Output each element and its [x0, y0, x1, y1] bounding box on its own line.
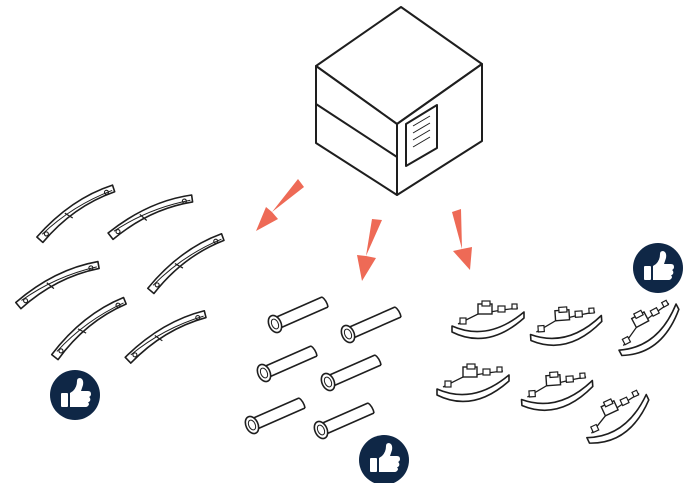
cylinder-icon: [264, 296, 329, 336]
clip-parts-group: [436, 293, 690, 450]
arrow-to-clip-parts: [452, 209, 472, 270]
curved-pads-group: [10, 184, 234, 365]
clip-part-icon: [451, 300, 525, 340]
clip-part-icon: [436, 363, 510, 403]
clip-part-icon: [575, 383, 659, 450]
clip-part-icon: [606, 293, 690, 363]
clip-part-icon: [518, 368, 596, 413]
thumbs-up-icon: [359, 435, 409, 483]
cylinders-group: [241, 296, 402, 442]
curved-pad-icon: [138, 232, 234, 296]
curved-pad-icon: [118, 309, 214, 365]
arrow-to-curved-pads: [256, 179, 304, 231]
cylinder-icon: [310, 402, 375, 442]
arrow-to-cylinders: [357, 219, 382, 281]
thumbs-up-icon: [50, 370, 100, 420]
curved-pad-icon: [103, 194, 198, 241]
cylinder-icon: [253, 345, 318, 385]
cylinder-icon: [337, 306, 402, 346]
curved-pad-icon: [10, 260, 105, 311]
clip-part-icon: [527, 303, 605, 348]
box-icon: [315, 6, 483, 196]
cylinder-icon: [317, 354, 382, 394]
thumbs-up-icon: [633, 243, 683, 293]
curved-pad-icon: [41, 296, 137, 362]
cylinder-icon: [241, 397, 306, 437]
